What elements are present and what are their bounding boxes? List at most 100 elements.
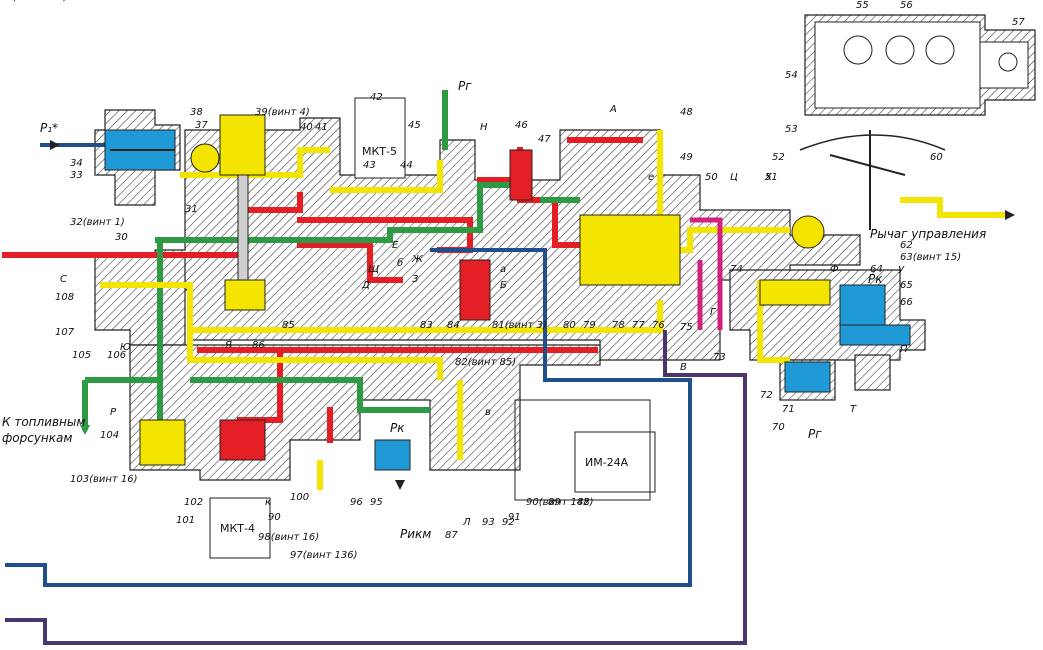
part-label: У [898, 265, 905, 276]
part-label: А [609, 104, 617, 115]
part-label: 40 [300, 122, 313, 133]
part-label: 92 [502, 517, 515, 528]
pg-bottom-caption: Pг [808, 427, 822, 441]
blue-diaphragm-70 [784, 361, 831, 393]
part-label: 42 [370, 92, 383, 103]
pk-caption: Pк [390, 421, 405, 435]
part-label: 81(винт 3) [492, 320, 547, 331]
part-label: 47 [538, 134, 551, 145]
part-label: 45 [408, 120, 421, 131]
part-label: П [900, 344, 908, 355]
blue-valve-pk [374, 439, 411, 471]
red-chamber-86 [219, 419, 266, 461]
part-label: 51 [765, 172, 778, 183]
unit-labels: МКТ-5 МКТ-4 ИМ-24А [220, 145, 629, 535]
part-label: е [648, 172, 654, 183]
part-label: Ц [730, 172, 738, 183]
part-label: Д [361, 280, 370, 291]
part-label: 106 [107, 350, 126, 361]
part-label: 50 [705, 172, 718, 183]
part-label: 33 [70, 170, 83, 181]
part-label: 84 [447, 320, 460, 331]
part-label: 87 [445, 530, 458, 541]
part-label: 65 [900, 280, 913, 291]
top-right-cams [843, 35, 1018, 72]
part-label: 95 [370, 497, 383, 508]
part-label: 39(винт 4) [255, 107, 310, 118]
part-label: 85 [282, 320, 295, 331]
part-label: 88 [577, 497, 590, 508]
part-label: 108 [55, 292, 74, 303]
part-label: 83 [420, 320, 433, 331]
part-label: 55 [856, 0, 869, 11]
part-label: 97(винт 136) [290, 550, 358, 561]
part-label: 90(винт 142) [526, 497, 594, 508]
part-label: 76 [652, 320, 665, 331]
part-label: 30 [115, 232, 128, 243]
part-label: 71 [782, 404, 795, 415]
part-label: 34 [70, 158, 83, 169]
part-label: 104 [100, 430, 119, 441]
part-label: 66 [900, 297, 913, 308]
part-label: 57 [1012, 17, 1025, 28]
yellow-channels [100, 130, 1005, 490]
part-label: 91 [508, 512, 521, 523]
part-label: 41 [315, 122, 328, 133]
part-label: 105 [72, 350, 91, 361]
part-label: 72 [760, 390, 773, 401]
part-label: а [500, 264, 506, 275]
servo-piston-38 [219, 114, 266, 311]
part-label: 37 [195, 120, 208, 131]
part-label: к [265, 497, 271, 508]
part-label: Х [764, 172, 773, 183]
part-label: Р [110, 407, 117, 418]
im24a-unit [574, 431, 656, 493]
red-chamber-82 [459, 259, 491, 321]
control-lever-dial [791, 130, 946, 249]
yellow-block-76-79 [579, 214, 681, 286]
part-label: Ж [411, 254, 424, 265]
part-label: 89 [548, 497, 561, 508]
part-label: 94(винт 104) [0, 0, 68, 3]
part-label: Я [224, 340, 232, 351]
arrow-injectors [80, 425, 90, 435]
part-label: Е [392, 240, 399, 251]
yellow-reg-64 [759, 279, 831, 306]
part-label: В [680, 362, 687, 373]
mkt5-label: МКТ-5 [362, 145, 397, 158]
part-label: С [60, 274, 67, 285]
part-label: Ф [830, 264, 839, 275]
arrow-out-right [1005, 210, 1015, 220]
part-label: 53 [785, 124, 798, 135]
part-label: 101 [176, 515, 195, 526]
part-label: 64 [870, 264, 883, 275]
pikm-caption: Pикм [400, 527, 431, 541]
part-label: 52 [772, 152, 785, 163]
part-label: 60 [930, 152, 943, 163]
pkm-caption: Pк [868, 272, 883, 286]
part-label: 44 [400, 160, 413, 171]
arrow-p1-in [50, 140, 60, 150]
part-label: Л [462, 517, 471, 528]
part-label: 70 [772, 422, 785, 433]
purple-lines [5, 330, 747, 645]
part-label: 86 [252, 340, 265, 351]
injectors-caption-2: форсункам [2, 431, 72, 445]
part-label: 78 [612, 320, 625, 331]
part-label: Б [500, 280, 507, 291]
part-label: 32(винт 1) [70, 217, 125, 228]
part-label: 98(винт 16) [258, 532, 319, 543]
im24a-frame [514, 399, 651, 501]
part-label: 77 [632, 320, 645, 331]
red-valve-46 [509, 149, 533, 201]
part-label: в [485, 407, 491, 418]
part-label: 49 [680, 152, 693, 163]
mkt5-unit [354, 97, 406, 179]
part-label: 90 [268, 512, 281, 523]
blue-regulator-65 [839, 284, 911, 346]
green-channels [82, 90, 580, 430]
part-label: Щ [368, 264, 379, 275]
part-label: 43 [363, 160, 376, 171]
part-label: 56 [900, 0, 913, 11]
